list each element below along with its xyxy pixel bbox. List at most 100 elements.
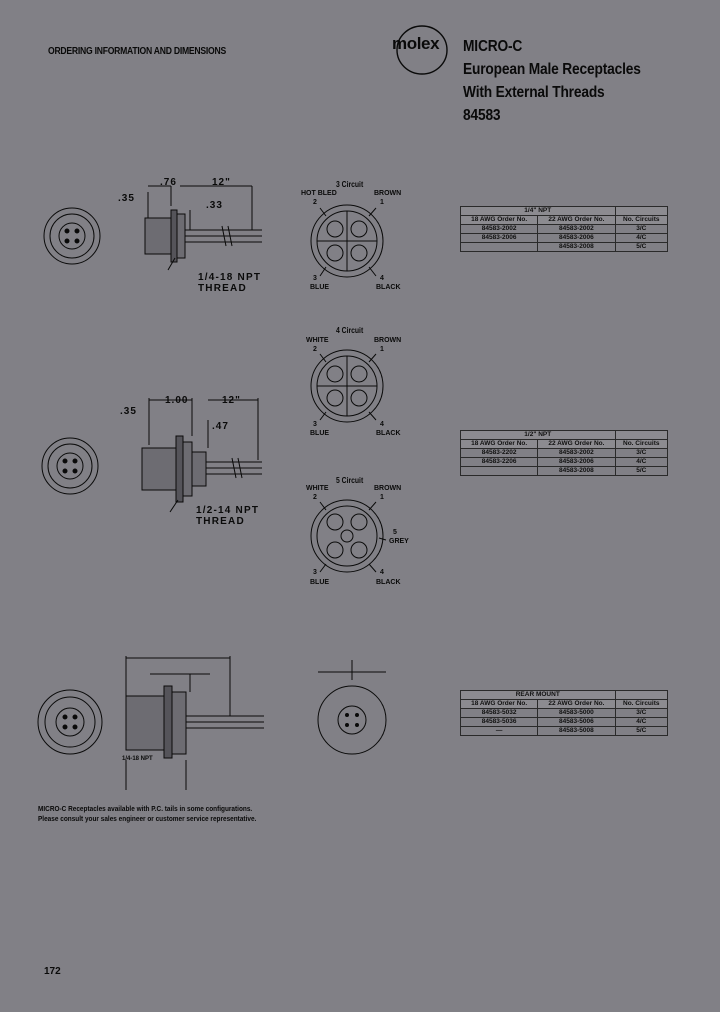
side-view-2: [141, 398, 262, 513]
c5-pin3-color: BLUE: [310, 579, 330, 586]
product-title: MICRO-C European Male Receptacles With E…: [463, 35, 641, 127]
cell: 84583-5008: [537, 726, 616, 736]
c3-pin2-num: 2: [313, 199, 317, 206]
cell: 5/C: [614, 726, 669, 736]
title-line-1: MICRO-C: [463, 38, 523, 55]
side-view-1: [144, 185, 262, 271]
table-group-header: 1/2" NPT: [460, 430, 616, 440]
dim-1-d: .33: [206, 200, 223, 211]
dim-1-b: .76: [160, 177, 177, 188]
c4-pin1-num: 1: [380, 346, 384, 353]
c3-pin3-num: 3: [313, 275, 317, 282]
cell: [459, 242, 539, 252]
col-header-18awg: 18 AWG Order No.: [459, 215, 539, 225]
c3-pin4-num: 4: [380, 275, 384, 282]
col-header-18awg: 18 AWG Order No.: [459, 439, 539, 449]
cell: 84583-2008: [537, 466, 616, 476]
order-table-rear-mount: REAR MOUNT 18 AWG Order No. 22 AWG Order…: [459, 690, 669, 736]
c5-pin5-color: GREY: [389, 538, 409, 545]
cell: 5/C: [614, 242, 669, 252]
cell: 84583-5006: [537, 717, 616, 727]
section-heading: ORDERING INFORMATION AND DIMENSIONS: [48, 45, 226, 57]
front-view-1: [43, 207, 101, 265]
footnote: MICRO-C Receptacles available with P.C. …: [38, 804, 256, 824]
c4-pin3-num: 3: [313, 421, 317, 428]
c3-pin3-color: BLUE: [310, 284, 330, 291]
cell: 4/C: [614, 233, 669, 243]
molex-logo: molex: [388, 24, 460, 80]
thread-label-2-line-1: 1/2-14 NPT: [196, 505, 260, 516]
col-header-circuits: No. Circuits: [614, 699, 669, 709]
table-row: 84583-2008 5/C: [459, 242, 669, 252]
c5-pin3-num: 3: [313, 569, 317, 576]
cell: 4/C: [614, 457, 669, 467]
cell: 3/C: [614, 448, 669, 458]
table-spacer: [614, 690, 669, 700]
title-line-3: With External Threads: [463, 84, 605, 101]
cell: 84583-2202: [459, 448, 539, 458]
dim-2-b: 1.00: [165, 395, 189, 406]
dim-1-a: .35: [118, 193, 135, 204]
c5-pin2-color: WHITE: [306, 485, 329, 492]
table-row: 84583-5036 84583-5006 4/C: [459, 717, 669, 727]
col-header-18awg: 18 AWG Order No.: [459, 699, 539, 709]
col-header-circuits: No. Circuits: [614, 215, 669, 225]
c4-pin4-num: 4: [380, 421, 384, 428]
circuit-5-title: 5 Circuit: [336, 476, 364, 485]
dim-2-c: 12": [222, 395, 241, 406]
table-row: 84583-2006 84583-2006 4/C: [459, 233, 669, 243]
cell: 84583-2006: [537, 457, 616, 467]
thread-label-2-line-2: THREAD: [196, 516, 245, 527]
cell: 84583-5036: [459, 717, 539, 727]
cell: 84583-2002: [537, 448, 616, 458]
c5-pin4-num: 4: [380, 569, 384, 576]
table-row: — 84583-5008 5/C: [459, 726, 669, 736]
logo-wordmark: molex: [392, 34, 440, 53]
c5-pin4-color: BLACK: [376, 579, 401, 586]
cell: 84583-2002: [459, 224, 539, 234]
table-group-header: REAR MOUNT: [460, 690, 616, 700]
dim-1-c: 12": [212, 177, 231, 188]
dim-2-d: .47: [212, 421, 229, 432]
c5-pin1-num: 1: [380, 494, 384, 501]
footnote-line-2: Please consult your sales engineer or cu…: [38, 814, 257, 823]
c4-pin4-color: BLACK: [376, 430, 401, 437]
thread-label-1: 1/4-18 NPT THREAD: [198, 272, 261, 294]
table-row: 84583-5032 84583-5000 3/C: [459, 708, 669, 718]
c4-pin2-color: WHITE: [306, 337, 329, 344]
order-table-quarter-npt: 1/4" NPT 18 AWG Order No. 22 AWG Order N…: [459, 206, 669, 252]
rear-view-3: [317, 660, 387, 755]
cell: 3/C: [614, 708, 669, 718]
c4-pin1-color: BROWN: [374, 337, 402, 344]
front-view-2: [41, 437, 99, 495]
c5-pin2-num: 2: [313, 494, 317, 501]
cell: 4/C: [614, 717, 669, 727]
cell: 84583-2006: [459, 233, 539, 243]
title-line-4: 84583: [463, 107, 501, 124]
c3-pin1-color: BROWN: [374, 190, 402, 197]
cell: 84583-5032: [459, 708, 539, 718]
table-spacer: [614, 430, 669, 440]
cell: 3/C: [614, 224, 669, 234]
col-header-22awg: 22 AWG Order No.: [537, 215, 616, 225]
c4-pin3-color: BLUE: [310, 430, 330, 437]
table-group-header: 1/4" NPT: [460, 206, 616, 216]
circuit-3-title: 3 Circuit: [336, 180, 364, 189]
thread-label-1-line-2: THREAD: [198, 283, 247, 294]
cell: 84583-5000: [537, 708, 616, 718]
cell: 5/C: [614, 466, 669, 476]
c5-pin1-color: BROWN: [374, 485, 402, 492]
table-row: 84583-2002 84583-2002 3/C: [459, 224, 669, 234]
table-row: 84583-2008 5/C: [459, 466, 669, 476]
cell: [459, 466, 539, 476]
side-view-3: [125, 656, 264, 790]
cell: 84583-2206: [459, 457, 539, 467]
order-table-half-npt: 1/2" NPT 18 AWG Order No. 22 AWG Order N…: [459, 430, 669, 476]
c3-pin1-num: 1: [380, 199, 384, 206]
front-view-3: [37, 689, 103, 755]
footnote-line-1: MICRO-C Receptacles available with P.C. …: [38, 804, 253, 813]
table-spacer: [614, 206, 669, 216]
thread-label-3: 1/4-18 NPT: [122, 756, 153, 762]
col-header-22awg: 22 AWG Order No.: [537, 439, 616, 449]
